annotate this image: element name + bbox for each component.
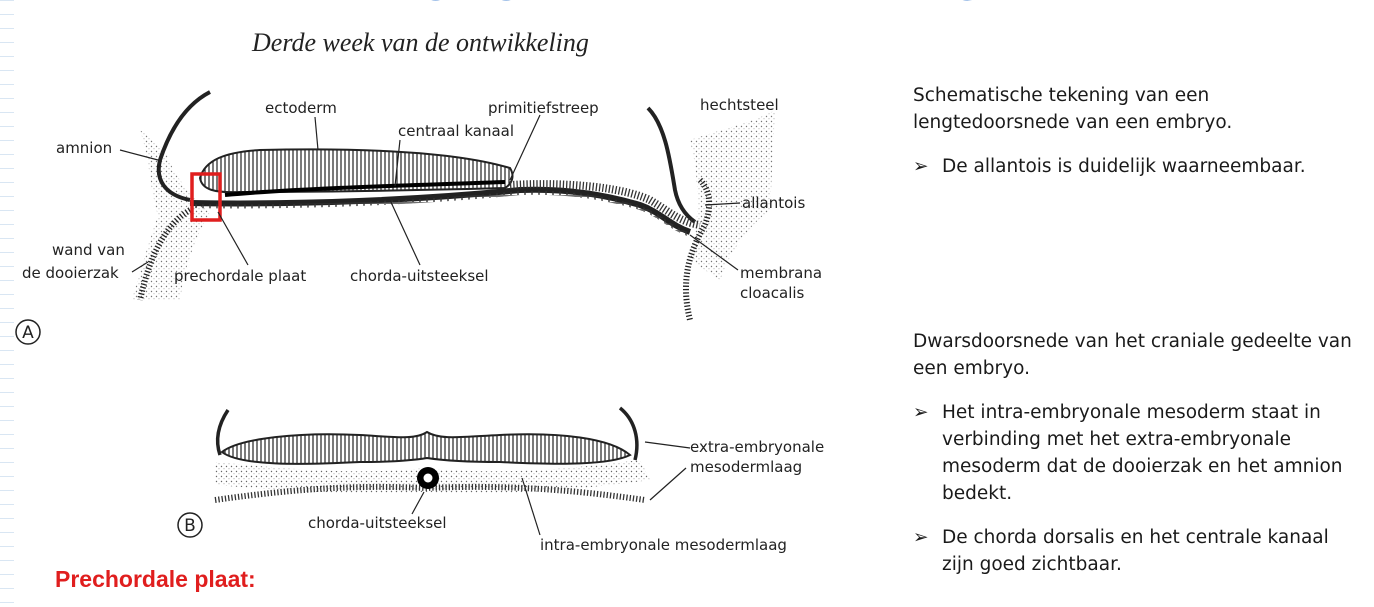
prechordal-heading: Prechordale plaat:	[55, 566, 256, 592]
label-mesodermlaag: mesodermlaag	[690, 458, 802, 476]
panel-b-leader-lines	[411, 441, 691, 536]
slide-title: PRECHORDALE PLAAT: DAG 17	[0, 0, 1374, 12]
figure-title: Derde week van de ontwikkeling	[252, 28, 589, 57]
embryo-diagram: ectoderm primitiefstreep hechtsteel amni…	[15, 90, 824, 554]
endoderm-layer	[189, 186, 692, 235]
posterior-plate	[509, 180, 701, 229]
slide-grid-edge	[0, 0, 14, 607]
label-centraal-kanaal: centraal kanaal	[398, 122, 514, 140]
neural-plate-b	[220, 430, 632, 465]
label-amnion: amnion	[56, 139, 112, 157]
panel-b-letter: B	[184, 516, 196, 536]
label-intra-embryonale: intra-embryonale mesodermlaag	[540, 536, 787, 554]
label-chorda-uitsteeksel-b: chorda-uitsteeksel	[308, 514, 447, 532]
endoderm-cells	[189, 190, 691, 237]
transverse-intro: Dwarsdoorsnede van het craniale gedeelte…	[913, 331, 1352, 379]
amnion-right	[646, 106, 697, 224]
label-cloacalis: cloacalis	[740, 284, 805, 302]
label-membrana: membrana	[740, 264, 822, 282]
mesoderm-stipple-left	[132, 130, 210, 300]
prechordal-highlight-box	[190, 172, 222, 222]
description-transverse: Dwarsdoorsnede van het craniale gedeelte…	[913, 328, 1358, 578]
chorda-b-lumen	[423, 473, 433, 483]
panel-a-leader-lines	[119, 114, 741, 273]
label-allantois: allantois	[742, 194, 805, 212]
bullet-text: De chorda dorsalis en het centrale kanaa…	[942, 527, 1329, 575]
label-de-dooierzak: de dooierzak	[22, 264, 119, 282]
panel-a-drawing: ectoderm primitiefstreep hechtsteel amni…	[15, 90, 822, 345]
amnion-b-right	[618, 406, 639, 461]
longitudinal-intro: Schematische tekening van een lengtedoor…	[913, 85, 1233, 133]
bullet-item: ➢ Het intra-embryonale mesoderm staat in…	[913, 399, 1358, 507]
label-hechtsteel: hechtsteel	[700, 96, 779, 114]
amnion-left	[156, 90, 211, 202]
arrow-bullet-icon: ➢	[913, 402, 929, 423]
description-longitudinal: Schematische tekening van een lengtedoor…	[913, 82, 1358, 180]
panel-b-letter-circle	[177, 512, 203, 538]
panel-a-letter: A	[22, 323, 34, 343]
arrow-bullet-icon: ➢	[913, 527, 929, 548]
bullet-item: ➢ De allantois is duidelijk waarneembaar…	[913, 153, 1358, 180]
panel-b-drawing: extra-embryonale mesodermlaag chorda-uit…	[177, 406, 824, 554]
label-wand-van: wand van	[52, 241, 125, 259]
arrow-bullet-icon: ➢	[913, 156, 929, 177]
label-ectoderm: ectoderm	[265, 99, 337, 117]
bullet-text: Het intra-embryonale mesoderm staat in v…	[942, 402, 1343, 504]
endoderm-b	[214, 483, 646, 503]
bullet-text: De allantois is duidelijk waarneembaar.	[942, 156, 1306, 177]
label-chorda-uitsteeksel-a: chorda-uitsteeksel	[350, 267, 489, 285]
panel-a-letter-circle	[15, 319, 41, 345]
label-extra-embryonale: extra-embryonale	[690, 438, 824, 456]
hechtsteel-stipple	[690, 110, 775, 280]
amnion-b-left	[215, 409, 230, 456]
chorda-line	[224, 180, 506, 197]
label-primitiefstreep: primitiefstreep	[488, 99, 599, 117]
label-prechordale-plaat: prechordale plaat	[174, 267, 306, 285]
bullet-item: ➢ De chorda dorsalis en het centrale kan…	[913, 524, 1358, 578]
